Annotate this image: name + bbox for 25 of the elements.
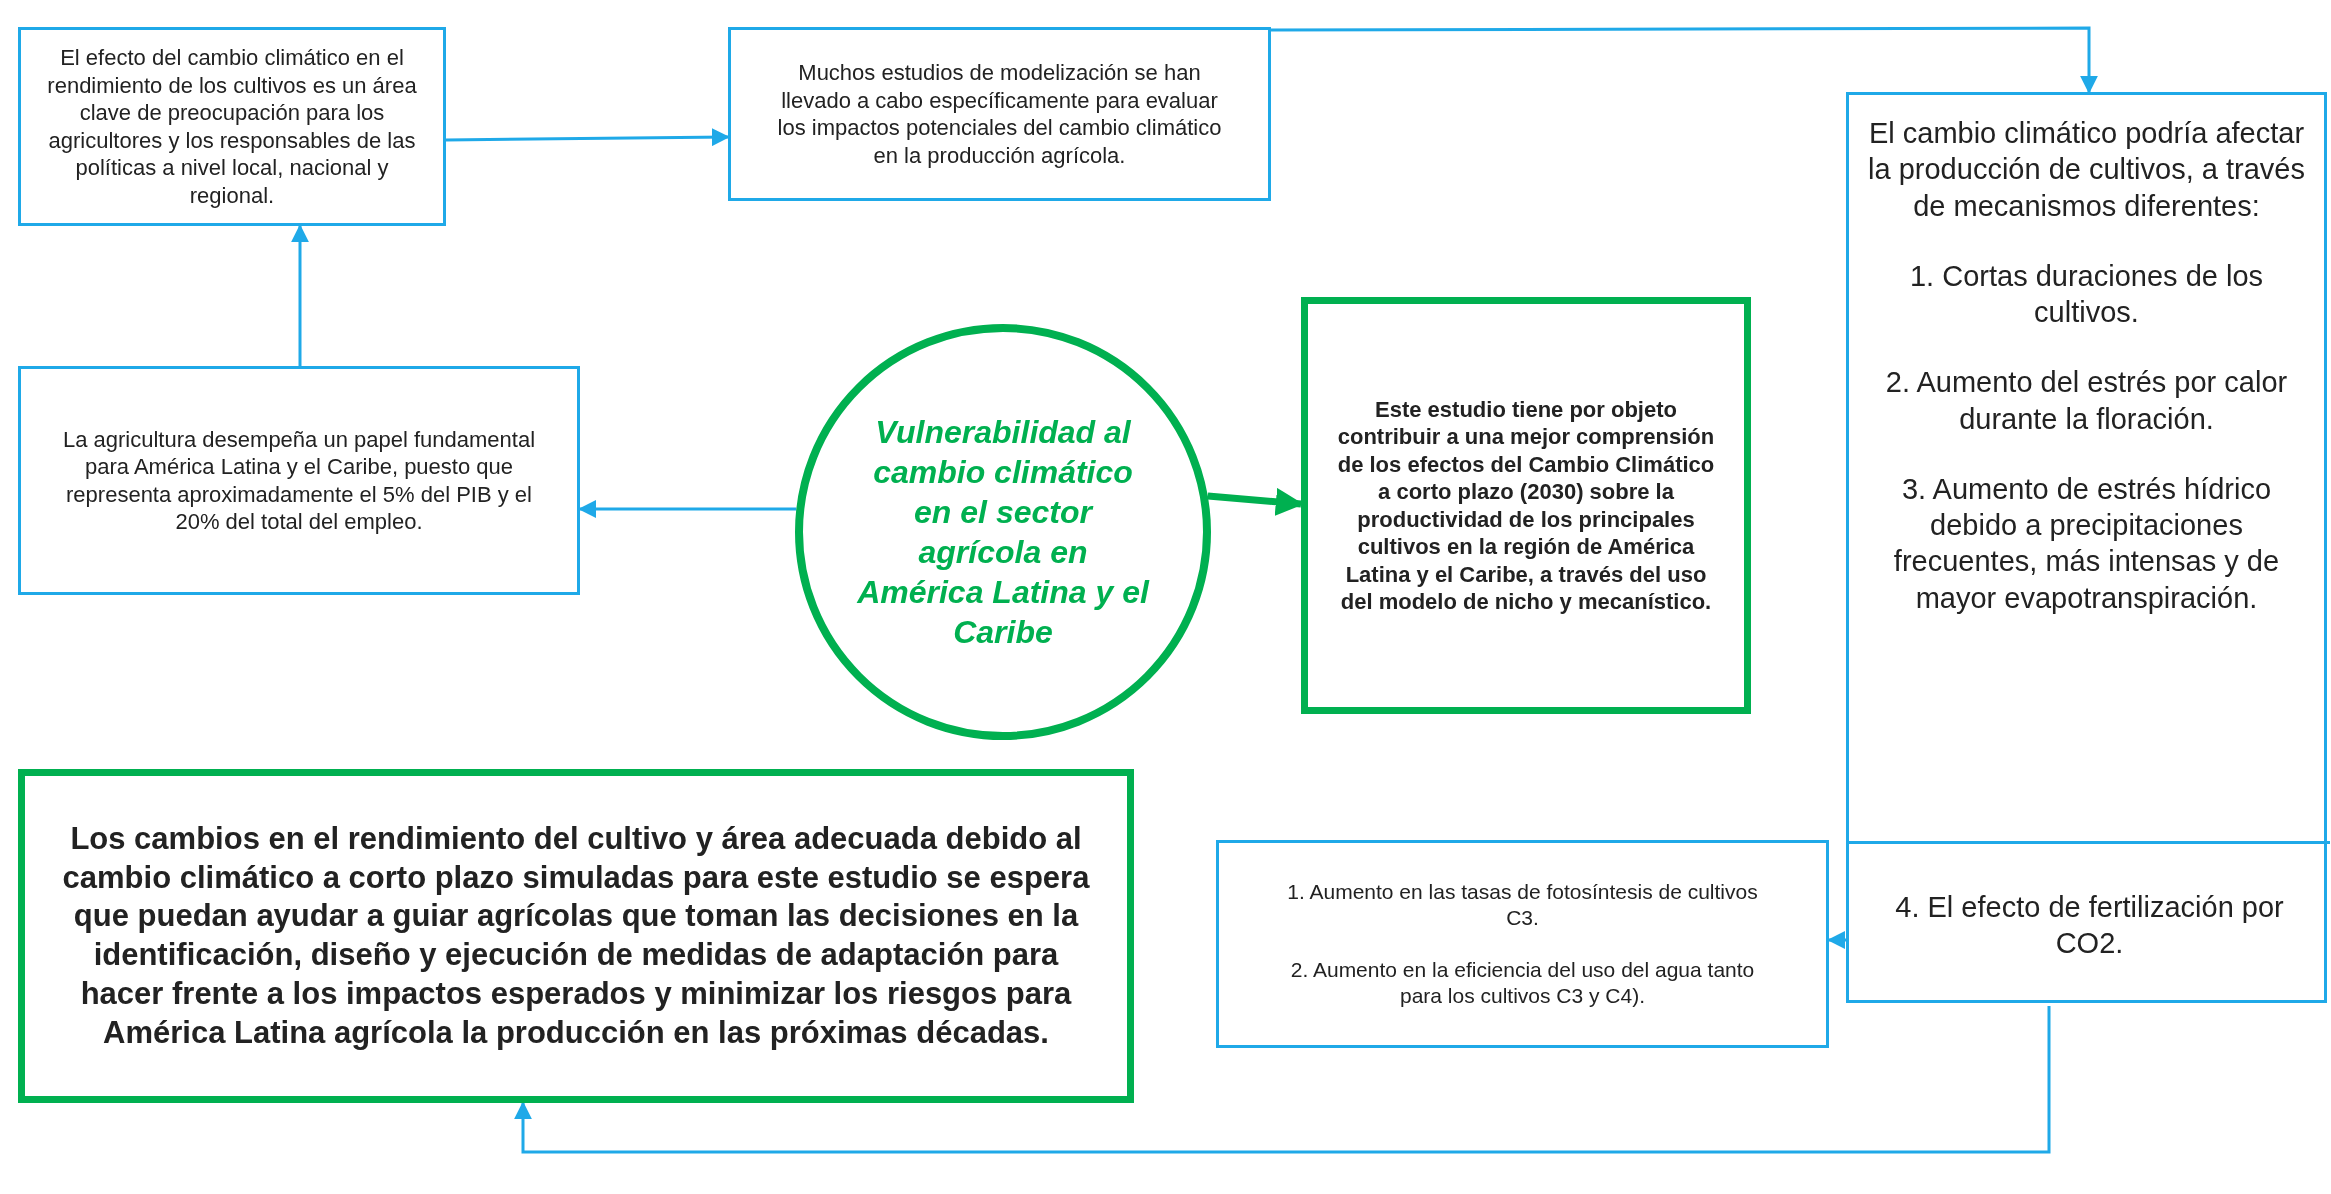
node-text: La agricultura desempeña un papel fundamental para América Latina y el Caribe, puesto que representa aproximadamente el 5% del PIB y el 20% del total del empleo.	[61, 425, 537, 536]
node-text: 3. Aumento de estrés hídrico debido a precipitaciones frecuentes, más intensas y de mayor evapotranspiración.	[1892, 471, 2281, 616]
conclusion-box	[18, 769, 1134, 1103]
node-text: 2. Aumento en la eficiencia del uso del agua tanto para los cultivos C3 y C4).	[1289, 957, 1756, 1010]
node-text: Muchos estudios de modelización se han llevado a cabo específicamente para evaluar los impactos potenciales del cambio climático en la producción agrícola.	[776, 59, 1223, 169]
objective-box	[1301, 297, 1751, 714]
arrow	[578, 500, 797, 518]
node-text: El cambio climático podría afectar la producción de cultivos, a través de mecanismos diferentes:	[1867, 116, 2306, 224]
arrow	[446, 128, 730, 147]
effects-box	[1216, 840, 1829, 1048]
arrow	[291, 224, 309, 366]
arrow	[514, 1006, 2051, 1154]
title-text: Vulnerabilidad al cambio climático en el sector agrícola en América Latina y el Caribe	[856, 413, 1151, 652]
node-text: 1. Cortas duraciones de los cultivos.	[1909, 258, 2264, 330]
text-box	[18, 366, 580, 595]
node-text: 1. Aumento en las tasas de fotosíntesis de cultivos C3.	[1286, 878, 1759, 931]
text-box	[18, 27, 446, 226]
text-box	[728, 27, 1271, 201]
arrow	[1271, 26, 2098, 94]
node-text: 4. El efecto de fertilización por CO2.	[1894, 889, 2285, 961]
node-text: 2. Aumento del estrés por calor durante la floración.	[1884, 365, 2289, 437]
mechanism-panel	[1846, 92, 2327, 1003]
node-text: Los cambios en el rendimiento del cultivo y área adecuada debido al cambio climático a corto plazo simuladas para este estudio se espera que puedan ayudar a guiar agrícolas que toman las decisiones en la identificación, diseño y ejecución de medidas de adaptación para hacer frente a los impactos esperados y minimizar los riesgos para América Latina agrícola la producción en las próximas décadas.	[61, 819, 1091, 1052]
node-text: El efecto del cambio climático en el rendimiento de los cultivos es un área clave de preocupación para los agricultores y los responsables de las políticas a nivel local, nacional y regional.	[46, 44, 418, 209]
node-text: Este estudio tiene por objeto contribuir a una mejor comprensión de los efectos del Cambio Climático a corto plazo (2030) sobre la productividad de los principales cultivos en la región de América Latina y el Caribe, a través del uso del modelo de nicho y mecanístico.	[1336, 395, 1716, 616]
